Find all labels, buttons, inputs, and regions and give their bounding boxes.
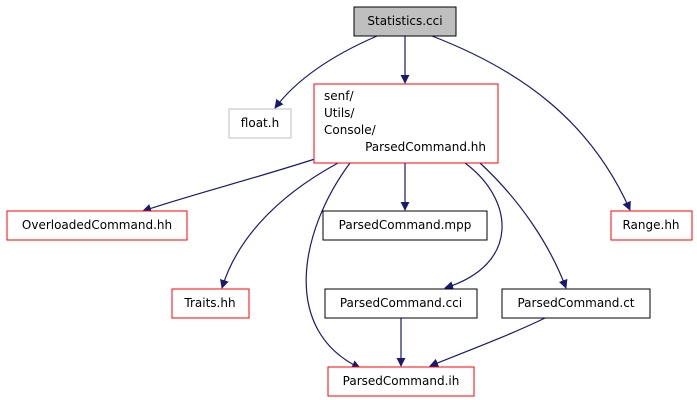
node-label: OverloadedCommand.hh [22, 218, 172, 232]
node-label: ParsedCommand.cci [340, 296, 462, 310]
node-label-line-2: Utils/ [324, 106, 355, 120]
node-parsedcommand-hh[interactable]: senf/ Utils/ Console/ ParsedCommand.hh [313, 83, 499, 164]
edges [142, 35, 631, 369]
node-box [322, 210, 488, 241]
nodes: Statistics.cci float.h senf/ Utils/ Cons… [6, 6, 693, 397]
edge-parsedcommand-hh-to-parsedcommand-ct [479, 162, 568, 289]
node-label: Range.hh [622, 218, 679, 232]
node-box [313, 83, 499, 164]
edge-root-to-float-h [274, 35, 378, 109]
edge-parsedcommand-ct-to-parsedcommand-ih [429, 317, 546, 368]
node-parsedcommand-ih[interactable]: ParsedCommand.ih [327, 366, 475, 397]
node-label-line-1: senf/ [324, 89, 354, 103]
node-box [228, 108, 292, 139]
edge-parsedcommand-hh-to-parsedcommand-ih [305, 162, 361, 369]
node-parsedcommand-mpp: ParsedCommand.mpp [322, 210, 488, 241]
node-label: ParsedCommand.mpp [339, 218, 472, 232]
node-box [324, 288, 478, 319]
edge-parsedcommand-hh-to-parsedcommand-cci [444, 162, 503, 290]
node-box [501, 288, 651, 319]
node-label: float.h [241, 116, 279, 130]
node-parsedcommand-ct[interactable]: ParsedCommand.ct [501, 288, 651, 319]
node-label: Statistics.cci [367, 14, 442, 28]
node-label-line-3: Console/ [324, 123, 377, 137]
node-parsedcommand-cci[interactable]: ParsedCommand.cci [324, 288, 478, 319]
edge-parsedcommand-hh-to-overloadedcommand-hh [142, 157, 319, 213]
node-range-hh[interactable]: Range.hh [610, 210, 693, 241]
node-box [610, 210, 693, 241]
node-float-h: float.h [228, 108, 292, 139]
node-label-line-4: ParsedCommand.hh [365, 140, 486, 154]
node-label: Traits.hh [183, 296, 235, 310]
edge-parsedcommand-hh-to-traits-hh [220, 162, 339, 289]
node-label: ParsedCommand.ih [343, 374, 460, 388]
node-box [353, 6, 457, 37]
node-statistics-cci: Statistics.cci [353, 6, 457, 37]
node-label: ParsedCommand.ct [517, 296, 634, 310]
node-box [327, 366, 475, 397]
node-traits-hh[interactable]: Traits.hh [171, 288, 250, 319]
edge-root-to-range-hh [431, 35, 631, 211]
node-overloadedcommand-hh[interactable]: OverloadedCommand.hh [6, 210, 188, 241]
node-box [171, 288, 250, 319]
node-box [6, 210, 188, 241]
